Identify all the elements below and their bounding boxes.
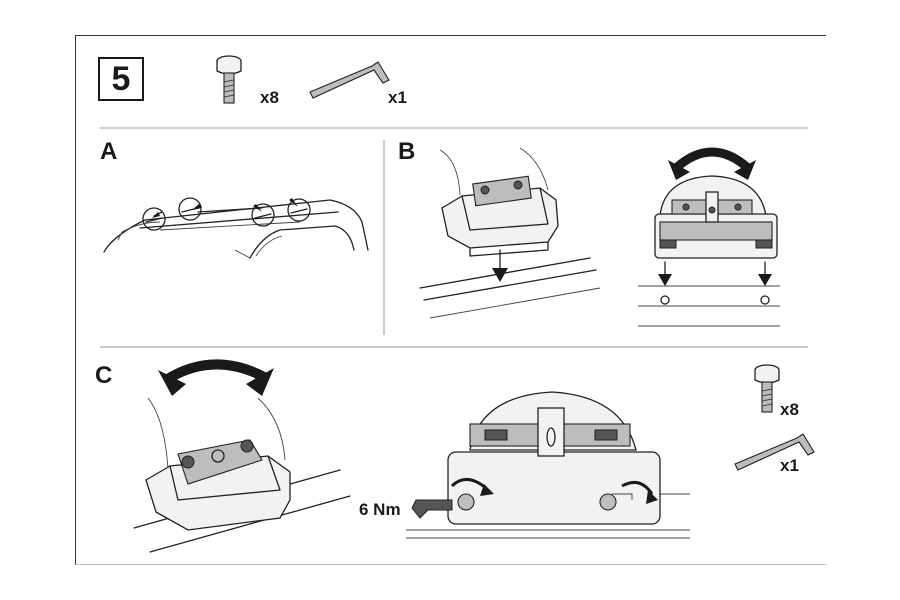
step-number-box: 5 <box>98 57 144 101</box>
allen-key-icon <box>309 61 390 99</box>
mount-point-markers <box>142 197 311 231</box>
down-arrow-icon <box>492 268 508 282</box>
foot-tightening-illustration <box>406 391 690 539</box>
panel-label-a: A <box>100 138 118 165</box>
car-roof-illustration <box>103 199 369 259</box>
bolt-icon <box>754 364 780 413</box>
panel-c-bolt-quantity: x8 <box>780 400 799 419</box>
panel-label-c: C <box>95 362 113 389</box>
foot-rotation-illustration <box>133 359 351 553</box>
instruction-frame <box>75 35 826 565</box>
bolt-icon <box>216 55 242 104</box>
bolt-quantity: x8 <box>260 88 279 107</box>
torque-label: 6 Nm <box>359 500 401 519</box>
panel-label-b: B <box>398 138 416 165</box>
foot-on-rail-illustration <box>419 147 601 319</box>
allen-key-quantity: x1 <box>388 88 407 107</box>
panel-c-key-quantity: x1 <box>780 456 799 475</box>
rotate-arrow-icon <box>668 147 756 180</box>
allen-key-icon <box>734 433 815 471</box>
foot-front-view-illustration <box>638 175 780 327</box>
